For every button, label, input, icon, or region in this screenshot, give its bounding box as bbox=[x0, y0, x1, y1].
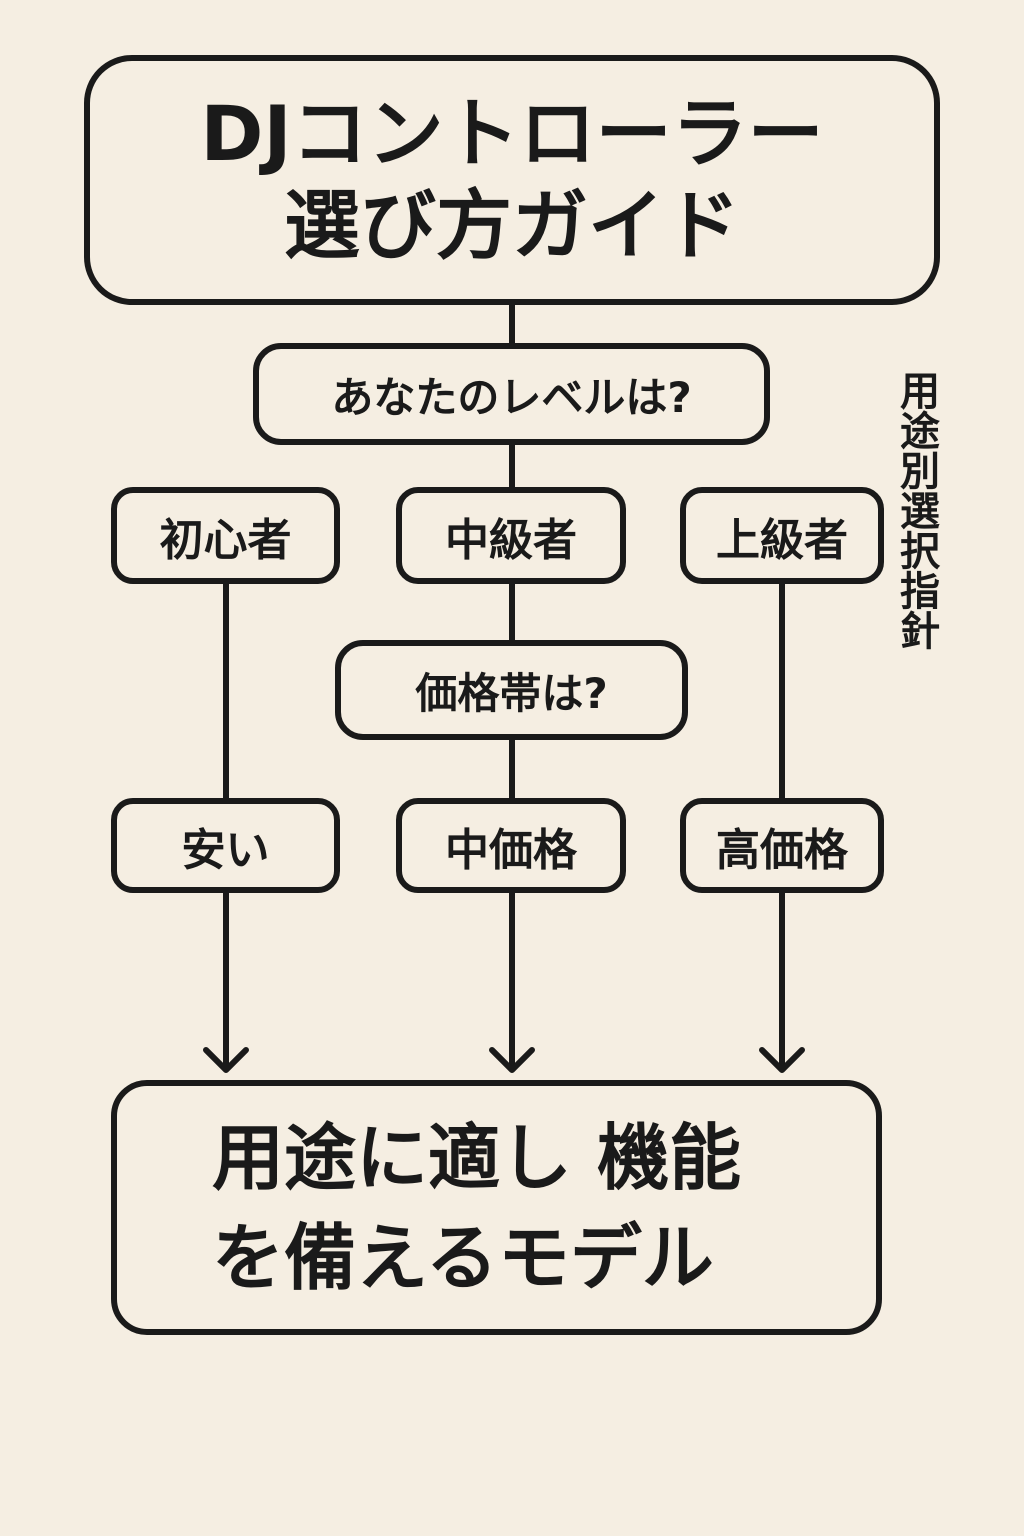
price-high: 高価格 bbox=[680, 798, 884, 893]
arrow-head-mid bbox=[489, 1047, 535, 1073]
arrow-head-high bbox=[759, 1047, 805, 1073]
level-advanced: 上級者 bbox=[680, 487, 884, 584]
price-question-box: 価格帯は? bbox=[335, 640, 688, 740]
price-cheap: 安い bbox=[111, 798, 340, 893]
level-question-box: あなたのレベルは? bbox=[253, 343, 770, 445]
price-mid: 中価格 bbox=[396, 798, 626, 893]
result-line1: 用途に適し 機能 bbox=[212, 1115, 742, 1200]
title-line2: 選び方ガイド bbox=[284, 181, 740, 270]
level-beginner: 初心者 bbox=[111, 487, 340, 584]
arrow-head-cheap bbox=[203, 1047, 249, 1073]
level-intermediate: 中級者 bbox=[396, 487, 626, 584]
result-box: 用途に適し 機能 を備えるモデル bbox=[111, 1080, 882, 1335]
title-box: DJコントローラー 選び方ガイド bbox=[84, 55, 940, 305]
title-line1: DJコントローラー bbox=[200, 89, 824, 178]
result-line2: を備えるモデル bbox=[212, 1215, 714, 1300]
side-label: 用途別選択指針 bbox=[893, 370, 939, 650]
